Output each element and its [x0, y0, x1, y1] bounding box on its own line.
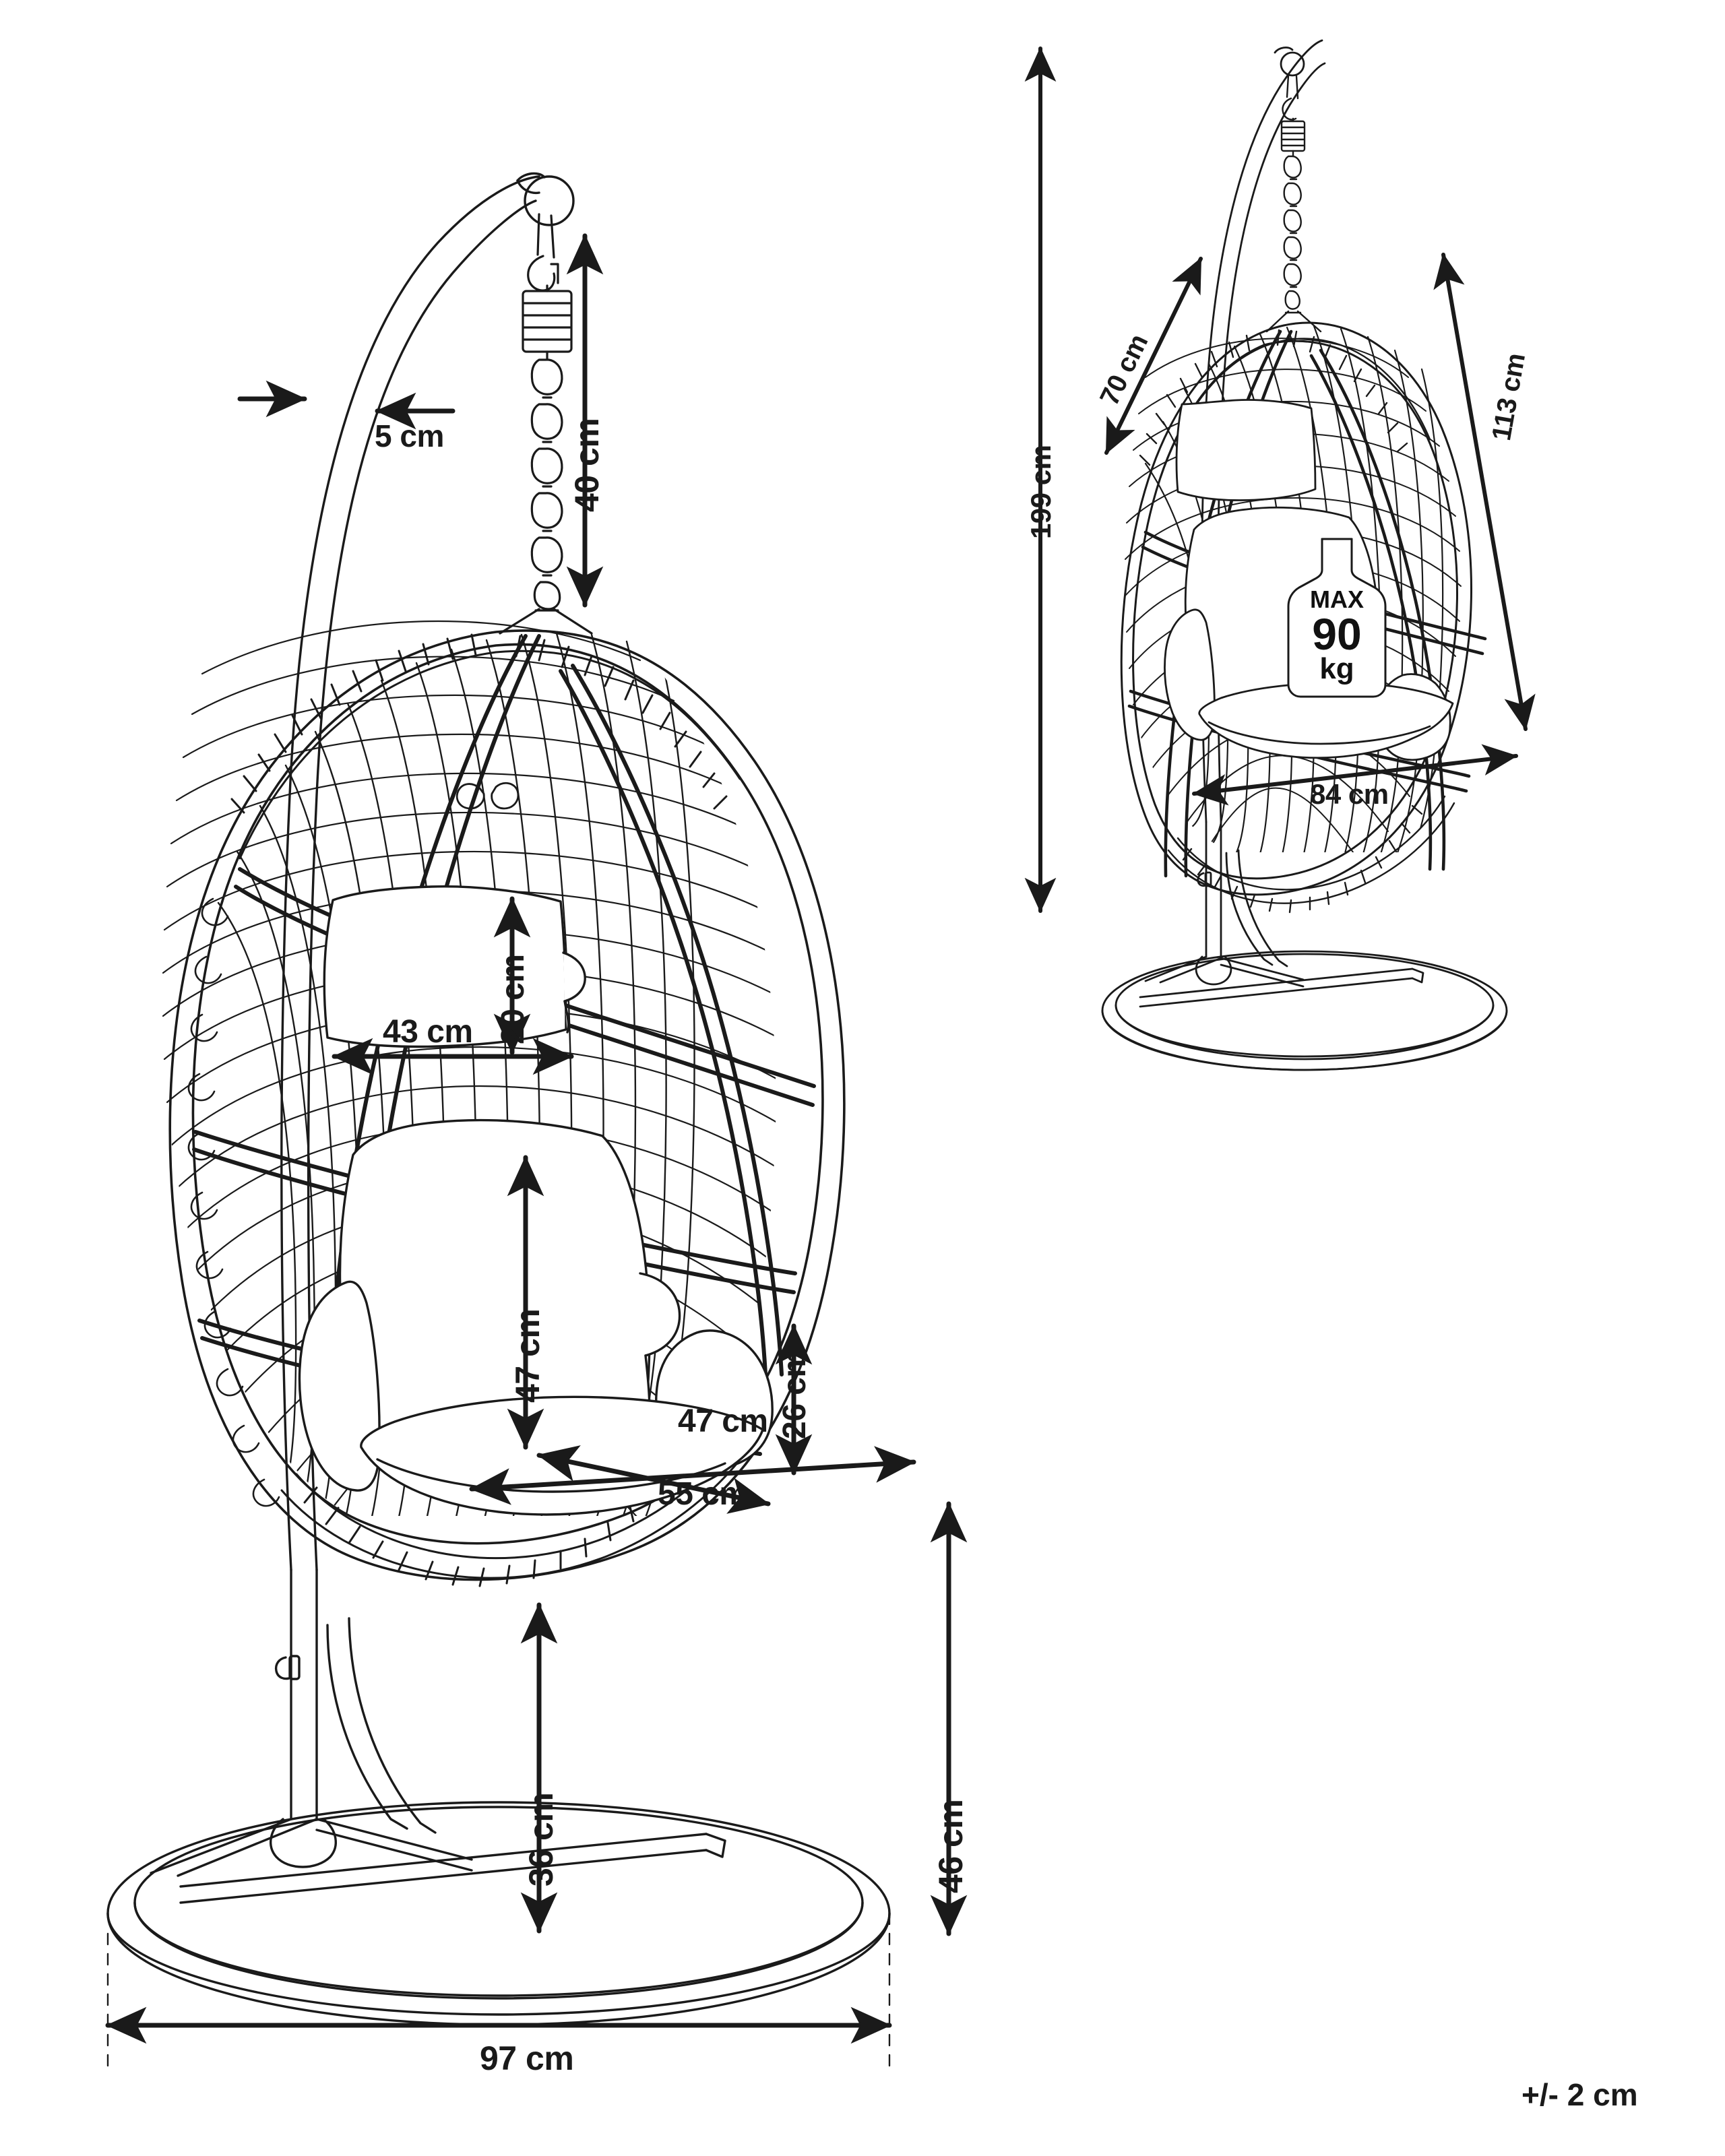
main-extension-lines: [106, 1912, 891, 2076]
main-stand-base: [106, 1568, 891, 2026]
side-hanging-hardware: [1265, 74, 1322, 333]
main-basket-rim: [221, 629, 756, 860]
max-load-badge-text: MAX 90 kg: [1288, 588, 1385, 684]
badge-max-word: MAX: [1310, 585, 1364, 613]
main-egg-basket: [168, 629, 846, 1581]
dim-label-36cm: 36 cm: [522, 1792, 560, 1886]
main-view-stand: [280, 172, 575, 1571]
dim-label-46cm: 46 cm: [932, 1799, 970, 1893]
badge-weight-number: 90: [1312, 609, 1362, 659]
main-dimension-arrows: [105, 233, 968, 2044]
dim-label-55cm: 55 cm: [658, 1476, 748, 1512]
dim-label-84cm: 84 cm: [1310, 778, 1389, 810]
dim-label-5cm: 5 cm: [375, 418, 444, 453]
dim-label-43cm: 43 cm: [383, 1014, 473, 1050]
dim-label-26cm: 26 cm: [777, 1349, 813, 1439]
dim-label-199cm: 199 cm: [1025, 445, 1057, 539]
max-load-badge-shape: [1287, 538, 1387, 698]
dim-label-20cm: 20 cm: [495, 954, 531, 1044]
dim-label-97cm: 97 cm: [480, 2039, 574, 2077]
badge-weight-unit: kg: [1319, 652, 1354, 686]
side-dimension-arrows: [1024, 46, 1536, 913]
main-hanging-hardware: [499, 213, 593, 635]
dim-label-47cm-back: 47 cm: [509, 1308, 546, 1403]
dim-label-40cm: 40 cm: [568, 418, 606, 512]
dim-label-47cm-seat: 47 cm: [678, 1403, 768, 1439]
tolerance-note: +/- 2 cm: [1522, 2077, 1638, 2112]
